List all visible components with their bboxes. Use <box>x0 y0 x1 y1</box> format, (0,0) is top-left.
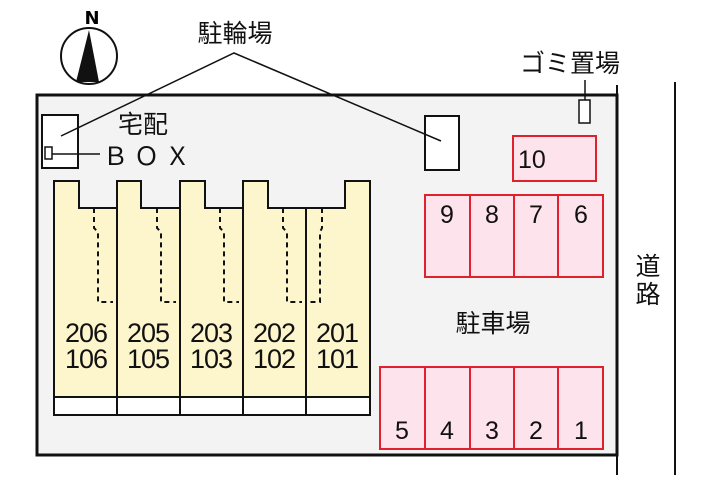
parking-label-8: 8 <box>485 201 499 229</box>
north-compass-icon: N <box>60 8 118 85</box>
unit-103: 103 <box>190 344 232 374</box>
parking-space-6 <box>557 194 604 278</box>
delivery-box-label-2: ＢＯＸ <box>103 142 196 171</box>
parking-space-3 <box>469 366 515 450</box>
parking-label-4: 4 <box>440 417 454 445</box>
parking-spaces <box>379 135 604 450</box>
parking-label-9: 9 <box>440 201 454 229</box>
unit-202: 202 <box>253 318 295 348</box>
parking-space-10 <box>512 135 597 182</box>
bicycle-leader-lines <box>60 52 442 142</box>
delivery-box <box>44 146 53 160</box>
parking-space-9 <box>424 194 471 278</box>
compass-north-label: N <box>84 8 99 29</box>
bicycle-parking-label: 駐輪場 <box>197 19 272 48</box>
parking-space-1 <box>557 366 604 450</box>
unit-201: 201 <box>316 318 358 348</box>
bicycle-parking-left <box>41 114 79 169</box>
bicycle-parking-right <box>424 115 460 171</box>
unit-206: 206 <box>65 318 107 348</box>
unit-106: 106 <box>65 344 107 374</box>
parking-label-2: 2 <box>529 417 543 445</box>
apartment-building <box>53 180 371 416</box>
parking-label-6: 6 <box>574 201 588 229</box>
garbage-area <box>578 99 591 124</box>
unit-203: 203 <box>190 318 232 348</box>
garbage-area-label: ゴミ置場 <box>520 49 620 78</box>
parking-label-7: 7 <box>529 201 543 229</box>
road-label-2: 路 <box>635 280 660 309</box>
parking-space-8 <box>469 194 515 278</box>
parking-label-5: 5 <box>395 417 409 445</box>
unit-labels: 206 106 205 105 203 103 202 102 201 101 <box>65 318 359 374</box>
unit-105: 105 <box>127 344 169 374</box>
road-label-1: 道 <box>635 252 660 281</box>
unit-205: 205 <box>127 318 169 348</box>
unit-102: 102 <box>253 344 295 374</box>
parking-space-2 <box>513 366 559 450</box>
parking-label-10: 10 <box>518 146 546 174</box>
unit-101: 101 <box>316 344 358 374</box>
parking-label-1: 1 <box>574 417 588 445</box>
car-parking-label: 駐車場 <box>455 309 530 338</box>
parking-label-3: 3 <box>485 417 499 445</box>
delivery-box-label-1: 宅配 <box>118 110 168 139</box>
